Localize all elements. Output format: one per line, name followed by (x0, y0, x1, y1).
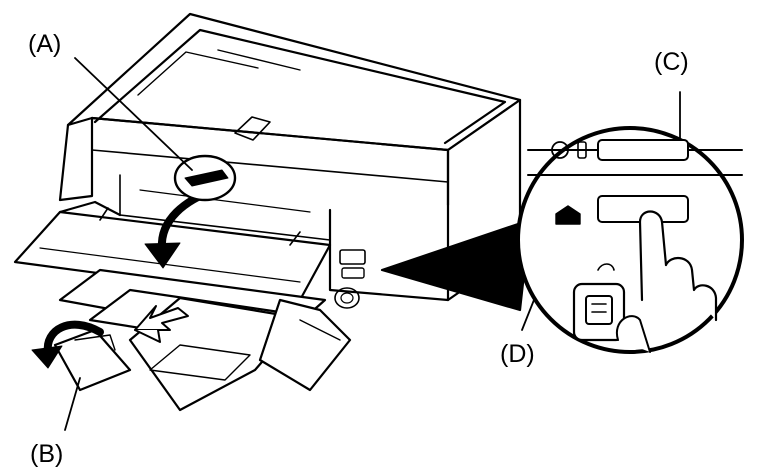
output-tray (13, 200, 352, 412)
callout-label-b: (B) (30, 440, 63, 468)
card-slot-icon (555, 205, 581, 225)
zoom-callout (380, 126, 744, 354)
leader-b (64, 377, 81, 431)
rotate-arrow (43, 320, 104, 356)
leader-a (74, 57, 193, 171)
printer-body (58, 12, 522, 309)
callout-label-c: (C) (654, 48, 689, 76)
callout-label-d: (D) (500, 340, 535, 368)
callout-label-a: (A) (28, 30, 61, 58)
